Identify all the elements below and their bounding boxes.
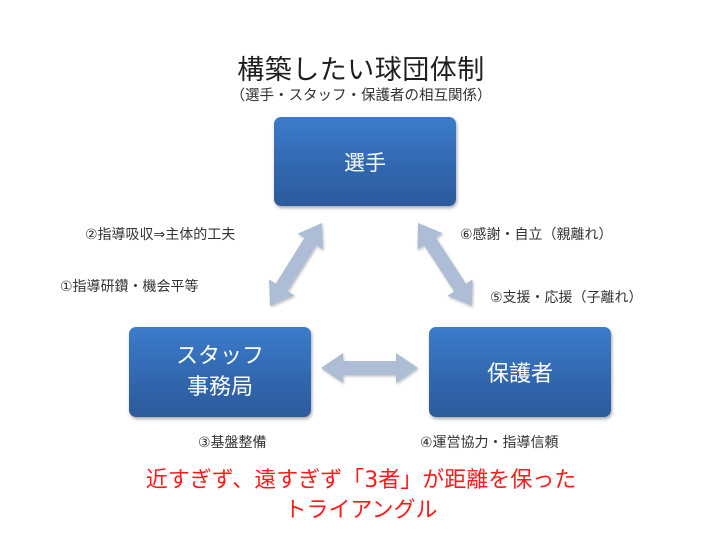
double-arrow-shape xyxy=(321,353,418,383)
double-arrow-shape xyxy=(417,223,473,306)
node-staff-label-line1: スタッフ xyxy=(175,344,264,369)
conclusion-line-2: トライアングル xyxy=(284,498,438,523)
relation-label-3: ③基盤整備 xyxy=(198,435,267,451)
relation-label-4: ④運営協力・指導信頼 xyxy=(420,435,559,451)
arrow-staff-players xyxy=(269,223,323,306)
node-staff: スタッフ 事務局 xyxy=(129,327,311,417)
node-parents: 保護者 xyxy=(429,327,611,417)
relation-label-2: ②指導吸収⇒主体的工夫 xyxy=(85,227,236,243)
diagram-title: 構築したい球団体制 xyxy=(237,55,485,86)
double-arrow-shape xyxy=(269,223,323,306)
node-parents-label: 保護者 xyxy=(486,362,553,387)
arrow-players-parents xyxy=(417,223,473,306)
arrow-staff-parents xyxy=(321,353,418,383)
node-players-label: 選手 xyxy=(344,150,386,175)
relation-label-1: ①指導研鑽・機会平等 xyxy=(60,279,199,295)
diagram-subtitle: （選手・スタッフ・保護者の相互関係） xyxy=(230,88,492,104)
conclusion-line-1: 近すぎず、遠すぎず「3者」が距離を保った xyxy=(145,468,577,493)
node-staff-label-line2: 事務局 xyxy=(186,375,253,400)
relation-label-6: ⑥感謝・自立（親離れ） xyxy=(460,227,613,243)
node-players: 選手 xyxy=(274,117,456,206)
relation-label-5: ⑤支援・応援（子離れ） xyxy=(490,290,643,306)
